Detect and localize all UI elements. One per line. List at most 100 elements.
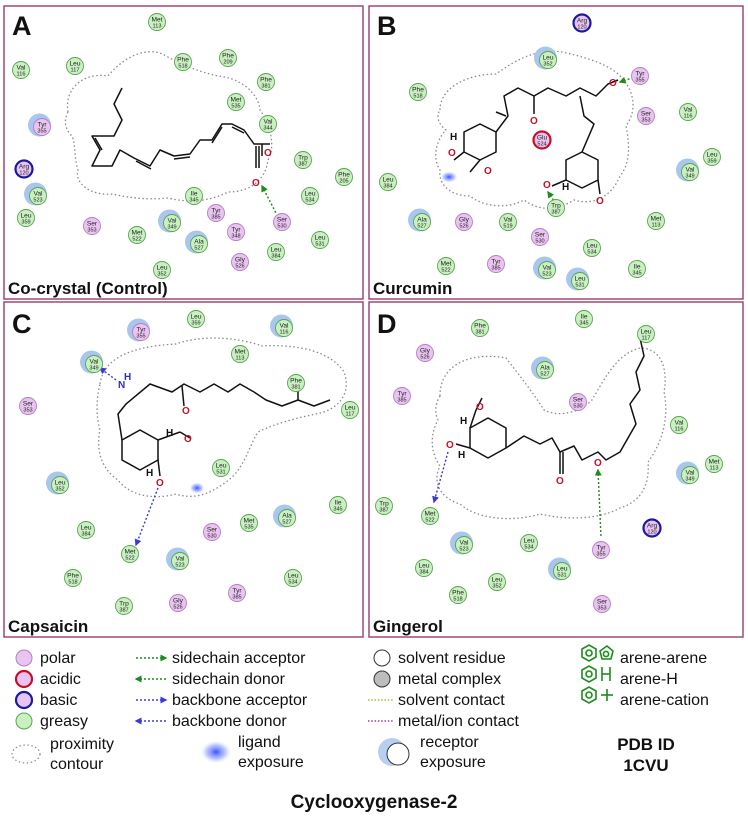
ligand-exposure-b — [440, 171, 458, 183]
residue-disc — [569, 393, 587, 411]
residue-disc — [631, 67, 649, 85]
residue-name: Val — [542, 265, 552, 272]
panel-a-oxygen-top: O — [264, 148, 272, 159]
residue-disc — [14, 159, 34, 179]
residue-number: 120 — [647, 530, 656, 536]
residue-name: Leu — [304, 191, 315, 198]
legend-polar-swatch — [15, 649, 33, 667]
residue-disc — [19, 397, 37, 415]
residue-name: Val — [674, 420, 684, 427]
residue-disc — [681, 163, 699, 181]
residue-number: 349 — [685, 477, 694, 483]
residue-number: 523 — [542, 272, 551, 278]
residue-name: Tyr — [231, 227, 241, 234]
residue-name: Tyr — [232, 588, 242, 595]
residue-disc — [228, 584, 246, 602]
residue-number: 353 — [641, 118, 650, 124]
residue-disc — [375, 497, 393, 515]
legend-proximity-label-1: proximity — [50, 736, 114, 753]
residue-layer: Met113Val116Leu117Phe518Phe209Phe381Met5… — [12, 13, 723, 615]
residue-number: 116 — [280, 330, 289, 336]
residue-name: Ser — [597, 599, 608, 606]
residue-name: Val — [685, 470, 695, 477]
residue-name: Leu — [20, 213, 31, 220]
residue-number: 355 — [596, 552, 605, 558]
residue-disc — [679, 103, 697, 121]
residue-number: 359 — [191, 321, 200, 327]
residue-number: 348 — [231, 234, 240, 240]
residue-disc — [670, 416, 688, 434]
legend-proximity-label-2: contour — [50, 756, 104, 773]
residue-number: 344 — [263, 126, 272, 132]
residue-name: Val — [279, 323, 289, 330]
residue-disc — [240, 514, 258, 532]
residue-number: 113 — [236, 356, 245, 362]
residue-number: 384 — [271, 254, 280, 260]
residue-name: Leu — [215, 463, 226, 470]
residue-name: Leu — [270, 247, 281, 254]
residue-number: 527 — [194, 246, 203, 252]
residue-name: Tyr — [397, 391, 407, 398]
residue-name: Gly — [235, 257, 246, 264]
residue-number: 534 — [524, 545, 533, 551]
residue-disc — [275, 319, 293, 337]
pdb-id-value: 1CVU — [623, 756, 668, 775]
residue-name: Phe — [412, 87, 424, 94]
residue-number: 534 — [288, 580, 297, 586]
residue-disc — [531, 228, 549, 246]
panel-c-nitrogen: N — [118, 380, 125, 391]
residue-name: Ile — [581, 314, 588, 321]
residue-disc — [437, 257, 455, 275]
residue-number: 359 — [21, 220, 30, 226]
residue-name: Ser — [573, 397, 584, 404]
residue-disc — [593, 595, 611, 613]
panel-a-hbond — [261, 184, 277, 214]
residue-name: Met — [235, 349, 246, 356]
residue-disc — [681, 466, 699, 484]
residue-name: Ser — [207, 527, 218, 534]
residue-number: 345 — [333, 507, 342, 513]
residue-disc — [64, 569, 82, 587]
panel-a-letter: A — [12, 11, 32, 41]
legend: polar acidic basic greasy proximity cont… — [11, 644, 709, 775]
residue-name: Leu — [706, 152, 717, 159]
residue-name: Tyr — [635, 71, 645, 78]
legend-solvent-residue-swatch — [373, 649, 391, 667]
residue-number: 353 — [23, 408, 32, 414]
residue-name: Trp — [551, 203, 561, 210]
residue-number: 385 — [397, 398, 406, 404]
residue-number: 534 — [587, 250, 596, 256]
residue-number: 523 — [33, 198, 42, 204]
residue-disc — [703, 148, 721, 166]
residue-number: 113 — [710, 466, 719, 472]
legend-arene-cation-icon — [581, 686, 613, 704]
residue-disc — [705, 455, 723, 473]
residue-number: 526 — [173, 605, 182, 611]
residue-number: 518 — [178, 64, 187, 70]
residue-disc — [148, 13, 166, 31]
residue-number: 353 — [597, 606, 606, 612]
residue-name: Phe — [338, 172, 350, 179]
residue-disc — [33, 118, 51, 136]
residue-name: Gly — [420, 348, 431, 355]
